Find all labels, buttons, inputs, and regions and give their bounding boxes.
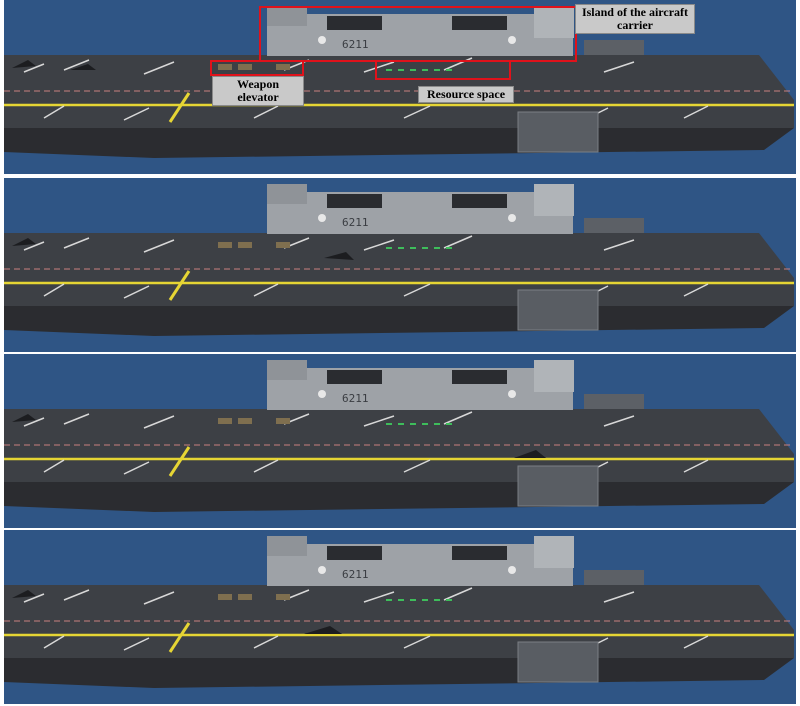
carrier-frame-3: 6211 <box>4 354 796 528</box>
carrier-frame-4: 6211 <box>4 530 796 704</box>
island <box>267 368 573 410</box>
side-elevator <box>584 218 644 233</box>
yellow-diagonal-line <box>168 446 191 477</box>
hull <box>4 128 794 158</box>
weapon-elevator-hatch <box>238 594 252 600</box>
island-mast <box>267 6 307 26</box>
weapon-elevator-label: Weapon elevator <box>212 76 304 106</box>
island-vents <box>452 370 507 384</box>
hull-number: 6211 <box>342 392 369 405</box>
island-vents <box>327 16 382 30</box>
radome <box>318 390 326 398</box>
radome <box>508 214 516 222</box>
weapon-elevator-hatch <box>218 242 232 248</box>
weapon-elevator-hatch <box>238 418 252 424</box>
carrier-scene-3: 6211 <box>4 360 794 512</box>
island-mast <box>267 360 307 380</box>
island-vents <box>327 546 382 560</box>
island <box>267 544 573 586</box>
weapon-elevator-hatch <box>238 242 252 248</box>
hull <box>4 482 794 512</box>
resource-space-highlight-box <box>375 60 511 80</box>
hull <box>4 306 794 336</box>
radome <box>508 390 516 398</box>
weapon-elevator-hatch <box>238 64 252 70</box>
weapon-elevator-hatch <box>218 594 232 600</box>
weapon-elevator-hatch <box>218 64 232 70</box>
carrier-ship-4 <box>4 536 794 688</box>
hull-number: 6211 <box>342 38 369 51</box>
side-elevator <box>584 394 644 409</box>
radome <box>318 36 326 44</box>
carrier-scene-4: 6211 <box>4 536 794 688</box>
carrier-frame-1: 6211 Island of the aircraft carrier Weap… <box>4 0 796 174</box>
island-mast <box>267 536 307 556</box>
hull <box>4 658 794 688</box>
island-radar-block <box>534 6 574 38</box>
weapon-elevator-highlight-box <box>210 60 304 76</box>
aircraft-elevator <box>517 465 599 507</box>
carrier-frame-2: 6211 <box>4 178 796 352</box>
carrier-ship-2 <box>4 184 794 336</box>
weapon-elevator-hatch <box>276 64 290 70</box>
island-mast <box>267 184 307 204</box>
island <box>267 192 573 234</box>
radome <box>508 566 516 574</box>
side-elevator <box>584 570 644 585</box>
yellow-diagonal-line <box>168 270 191 301</box>
radome <box>508 36 516 44</box>
resource-space-label: Resource space <box>418 86 514 103</box>
aircraft-elevator <box>517 111 599 153</box>
radome <box>318 214 326 222</box>
weapon-elevator-hatch <box>276 242 290 248</box>
hull-number: 6211 <box>342 568 369 581</box>
weapon-elevator-hatch <box>276 594 290 600</box>
island-vents <box>327 370 382 384</box>
island-vents <box>452 194 507 208</box>
parked-aircraft <box>12 60 96 70</box>
island-vents <box>452 16 507 30</box>
island <box>267 14 573 56</box>
island-radar-block <box>534 360 574 392</box>
side-elevator <box>584 40 644 55</box>
carrier-scene-1: 6211 <box>4 6 794 158</box>
aircraft-elevator <box>517 641 599 683</box>
island-radar-block <box>534 536 574 568</box>
yellow-diagonal-line <box>168 622 191 653</box>
weapon-elevator-hatch <box>218 418 232 424</box>
radome <box>318 566 326 574</box>
carrier-scene-2: 6211 <box>4 184 794 336</box>
island-label: Island of the aircraft carrier <box>575 4 695 34</box>
weapon-elevator-hatch <box>276 418 290 424</box>
island-radar-block <box>534 184 574 216</box>
island-vents <box>327 194 382 208</box>
carrier-ship-3 <box>4 360 794 512</box>
island-vents <box>452 546 507 560</box>
yellow-diagonal-line <box>168 92 191 123</box>
island-highlight-box <box>259 6 577 62</box>
carrier-ship-1 <box>4 6 794 158</box>
hull-number: 6211 <box>342 216 369 229</box>
aircraft-elevator <box>517 289 599 331</box>
